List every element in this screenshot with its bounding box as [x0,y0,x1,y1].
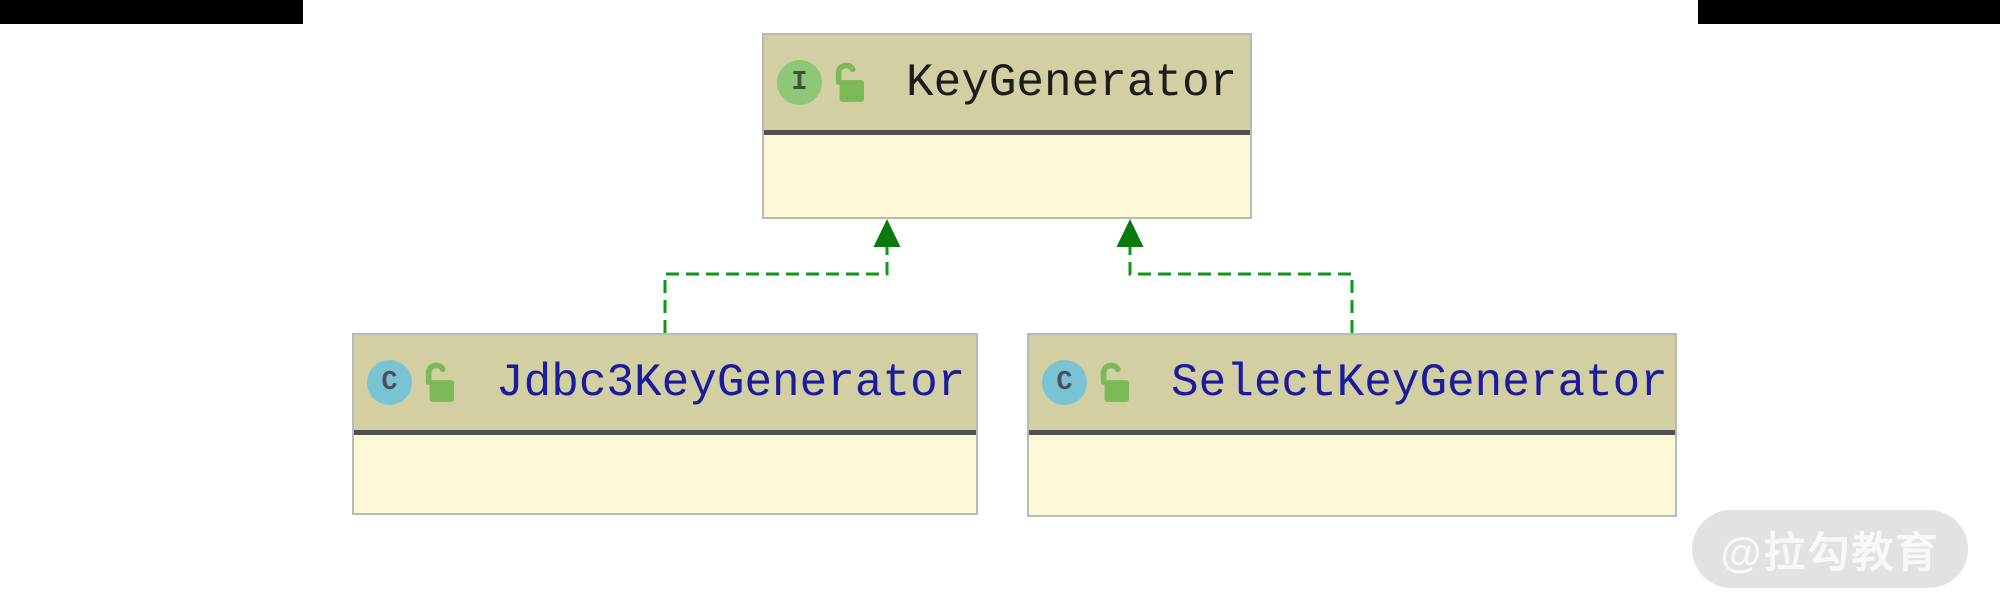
watermark-text: @拉勾教育 [1720,528,1940,576]
class-icon: C [367,360,412,405]
interface-icon: I [777,60,822,105]
node-header: C SelectKeyGenerator [1029,335,1675,435]
class-icon-letter: C [381,367,398,398]
uml-node-jdbc3keygenerator[interactable]: C Jdbc3KeyGenerator [352,333,978,515]
uml-node-keygenerator[interactable]: I KeyGenerator [762,33,1252,219]
class-icon: C [1042,360,1087,405]
public-unlocked-icon [425,362,455,402]
node-label: Jdbc3KeyGenerator [496,356,966,409]
interface-icon-letter: I [791,67,808,98]
class-icon-letter: C [1056,367,1073,398]
redacted-region-left [0,0,303,24]
node-members-section [764,135,1250,217]
realization-edge-jdbc3-to-keygenerator[interactable] [663,219,901,333]
uml-node-selectkeygenerator[interactable]: C SelectKeyGenerator [1027,333,1677,517]
realization-edge-selectkey-to-keygenerator[interactable] [1116,219,1354,333]
watermark-badge: @拉勾教育 [1692,510,1968,588]
implements-arrowhead [873,219,901,247]
node-header: C Jdbc3KeyGenerator [354,335,976,435]
node-label: KeyGenerator [906,56,1238,109]
node-members-section [354,435,976,513]
public-unlocked-icon [835,62,865,102]
node-label: SelectKeyGenerator [1171,356,1668,409]
redacted-region-right [1698,0,2000,24]
node-members-section [1029,435,1675,515]
implements-arrowhead [1116,219,1144,247]
node-header: I KeyGenerator [764,35,1250,135]
public-unlocked-icon [1100,362,1130,402]
